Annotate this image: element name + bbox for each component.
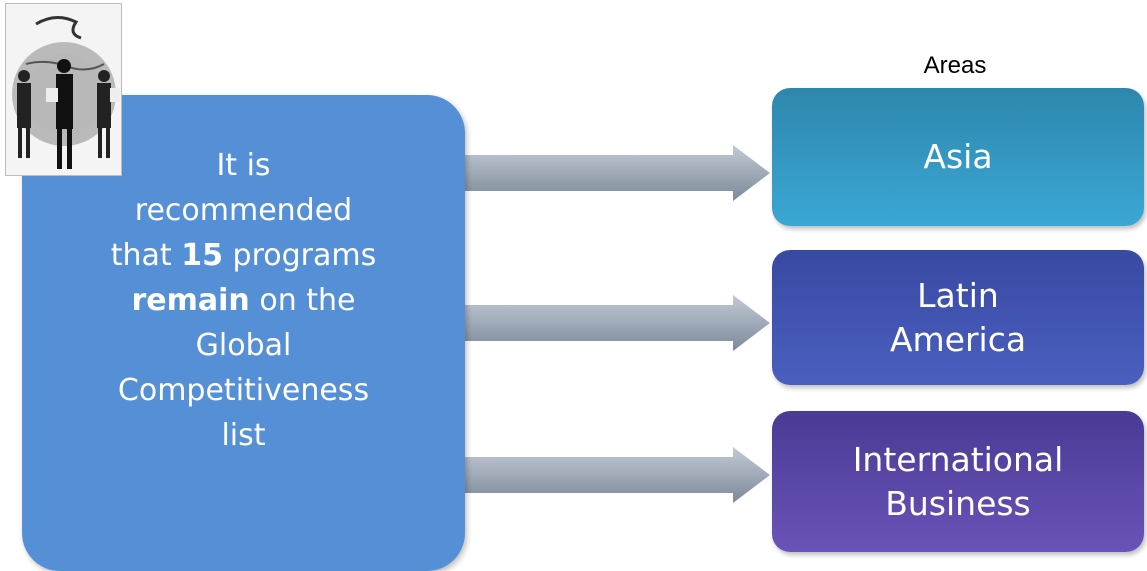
arrow-to-international-business (380, 447, 770, 503)
people-globe-sketch-image (5, 3, 122, 176)
recommendation-line-2: recommended (134, 193, 353, 228)
line-3-prefix: that (110, 238, 182, 273)
line-4-suffix: on the (249, 283, 356, 318)
area-box-international-business: International Business (772, 411, 1144, 552)
recommendation-line-6: Competitiveness (117, 373, 370, 408)
remain-emphasis: remain (131, 283, 250, 318)
arrow-to-asia (380, 145, 770, 201)
recommendation-line-7: list (221, 418, 266, 453)
arrow-to-latin-america (380, 295, 770, 351)
recommendation-line-3: that 15 programs (22, 233, 465, 278)
recommendation-text: It is recommended that 15 programs remai… (22, 143, 465, 458)
area-box-latin-america: Latin America (772, 250, 1144, 385)
area-box-asia: Asia (772, 88, 1144, 226)
recommendation-line-1: It is (216, 148, 271, 183)
area-latin-america-label-line-1: Latin (917, 275, 999, 315)
area-latin-america-label-line-2: America (889, 319, 1027, 359)
program-count: 15 (181, 238, 223, 273)
areas-heading: Areas (923, 52, 987, 79)
area-international-business-label-line-1: International (852, 439, 1064, 479)
recommendation-line-4: remain on the (22, 278, 465, 323)
recommendation-box: It is recommended that 15 programs remai… (22, 95, 465, 571)
area-international-business-label-line-2: Business (885, 483, 1031, 523)
line-3-suffix: programs (222, 238, 377, 273)
people-with-globe-sketch-icon (6, 4, 121, 175)
recommendation-line-5: Global (195, 328, 292, 363)
area-asia-label: Asia (923, 137, 993, 176)
